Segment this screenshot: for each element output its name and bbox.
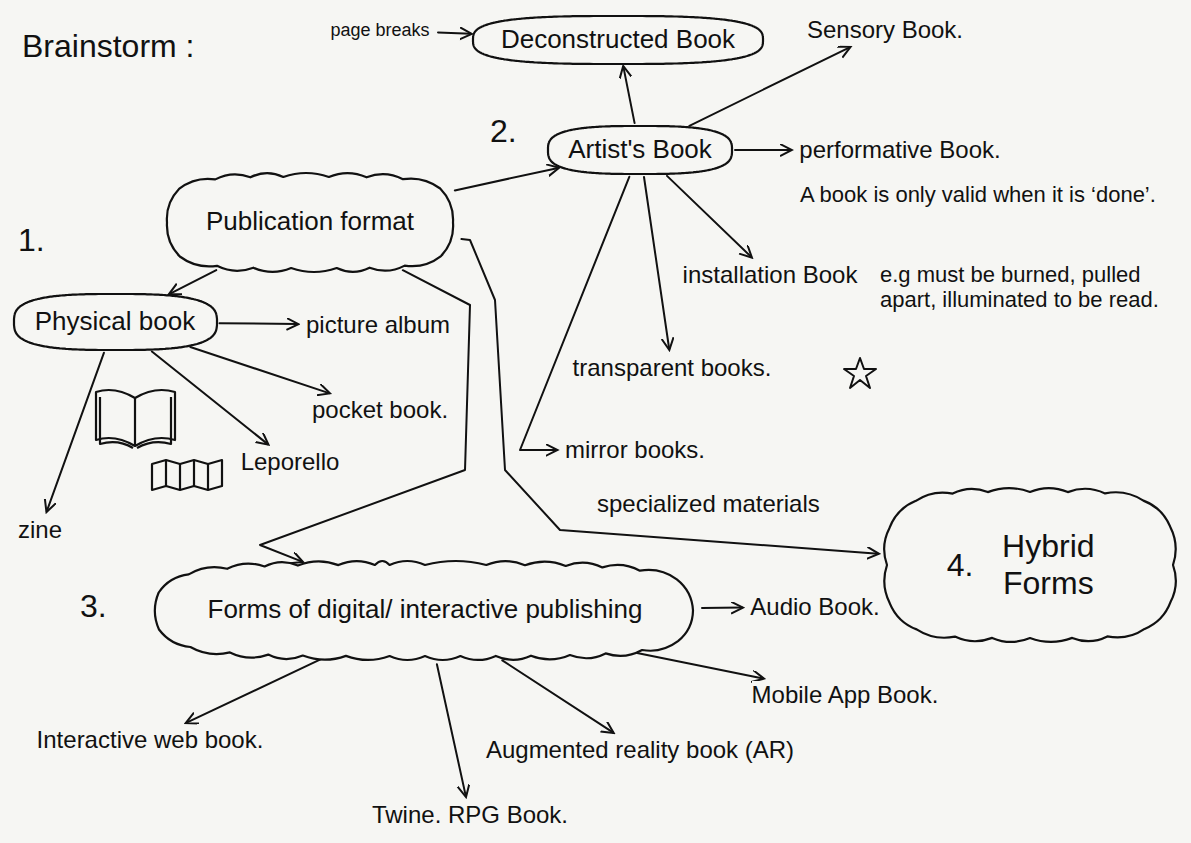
arrow-connector	[220, 322, 298, 325]
book-page-edge	[100, 397, 171, 448]
text-node: Augmented reality book (AR)	[481, 734, 800, 766]
node-text: Artist's Book	[568, 135, 712, 165]
text-node: performative Book.	[794, 134, 1006, 166]
text-node: pocket book.	[307, 394, 454, 426]
node-text: Sensory Book.	[807, 16, 963, 44]
node-text: 4.	[947, 547, 974, 584]
note-text: A book is only valid when it is ‘done’.	[800, 182, 1170, 207]
node-text: Leporello	[241, 448, 340, 476]
arrow-connector	[47, 353, 104, 511]
oval-node: Artist's Book	[546, 124, 734, 176]
label-holder: e.g must be burned, pulled apart, illumi…	[880, 262, 1170, 313]
arrow-connector	[437, 664, 466, 796]
arrow-connector	[152, 352, 268, 445]
arrow-connector	[702, 607, 742, 609]
node-text: pocket book.	[312, 396, 448, 424]
outline-path	[548, 126, 732, 174]
text-node: zine	[13, 514, 68, 546]
cloud-node: Forms of digital/ interactive publishing	[155, 563, 695, 658]
node-text: Twine. RPG Book.	[372, 801, 568, 829]
oval-node: Physical book	[12, 292, 219, 352]
leporello-folds	[166, 460, 208, 490]
oval-node: Deconstructed Book	[471, 14, 765, 66]
node-text: Audio Book.	[750, 593, 879, 621]
node-text: page breaks	[330, 20, 429, 41]
outline-path	[14, 294, 217, 350]
label-holder: A book is only valid when it is ‘done’.	[800, 182, 1170, 207]
node-text: picture album	[306, 311, 450, 339]
node-text: Augmented reality book (AR)	[486, 736, 794, 764]
label-holder: 1.	[18, 222, 45, 259]
title: Brainstorm :	[22, 28, 194, 65]
arrow-connector	[438, 32, 471, 33]
node-text: Publication format	[206, 207, 414, 237]
arrow-connector	[502, 660, 613, 732]
node-text: Physical book	[35, 307, 195, 337]
label-holder: specialized materials	[597, 490, 820, 518]
leporello-icon	[152, 460, 222, 490]
callout-number: 1.	[18, 222, 45, 259]
text-node: Mobile App Book.	[747, 679, 944, 711]
node-text: performative Book.	[799, 136, 1000, 164]
arrow-connector	[170, 270, 217, 294]
node-text: zine	[18, 516, 62, 544]
arrow-connector	[260, 270, 470, 561]
arrow-connector	[735, 149, 791, 151]
outline-path	[155, 561, 693, 660]
arrow-connector	[667, 176, 751, 257]
arrow-connector	[623, 67, 634, 123]
outline-path	[167, 173, 453, 272]
text-node: Twine. RPG Book.	[367, 799, 574, 831]
callout-number: 3.	[80, 588, 107, 625]
text-node: Leporello	[236, 446, 345, 478]
text-node: Interactive web book.	[32, 724, 269, 756]
outline-path	[473, 16, 763, 64]
note-text: e.g must be burned, pulled apart, illumi…	[880, 262, 1170, 313]
callout-number: 2.	[490, 113, 517, 150]
star-mark	[844, 358, 876, 388]
node-text: Interactive web book.	[37, 726, 264, 754]
outline-path	[884, 488, 1176, 642]
title-holder: Brainstorm :	[22, 28, 194, 65]
node-text: installation Book	[683, 261, 858, 289]
cloud-node: 4.Hybrid Forms	[885, 490, 1175, 640]
node-text: mirror books.	[565, 436, 705, 464]
node-text: Mobile App Book.	[752, 681, 939, 709]
arrow-connector	[520, 177, 629, 450]
text-node: picture album	[301, 309, 456, 341]
arrow-connector	[644, 177, 669, 349]
label-holder: 3.	[80, 588, 107, 625]
node-text: Deconstructed Book	[501, 25, 735, 55]
book-spine	[134, 398, 136, 446]
node-text: Forms of digital/ interactive publishing	[208, 595, 643, 625]
text-node: page breaks	[325, 18, 435, 43]
open-book-icon	[96, 390, 175, 448]
book-outline	[96, 390, 175, 446]
text-node: transparent books.	[568, 352, 777, 384]
arrow-connector	[187, 659, 321, 723]
label-holder: 2.	[490, 113, 517, 150]
cloud-node: Publication format	[165, 175, 455, 270]
text-node: installation Book	[678, 259, 863, 291]
arrow-connector	[461, 239, 878, 554]
leporello-outline	[152, 460, 222, 490]
note-text: specialized materials	[597, 490, 820, 518]
arrow-connector	[455, 168, 558, 191]
node-text: Hybrid Forms	[983, 528, 1113, 602]
text-node: Sensory Book.	[802, 14, 969, 46]
text-node: Audio Book.	[745, 591, 885, 623]
arrow-connector	[190, 347, 329, 393]
arrow-connector	[637, 653, 763, 679]
text-node: mirror books.	[560, 434, 711, 466]
node-text: transparent books.	[573, 354, 772, 382]
